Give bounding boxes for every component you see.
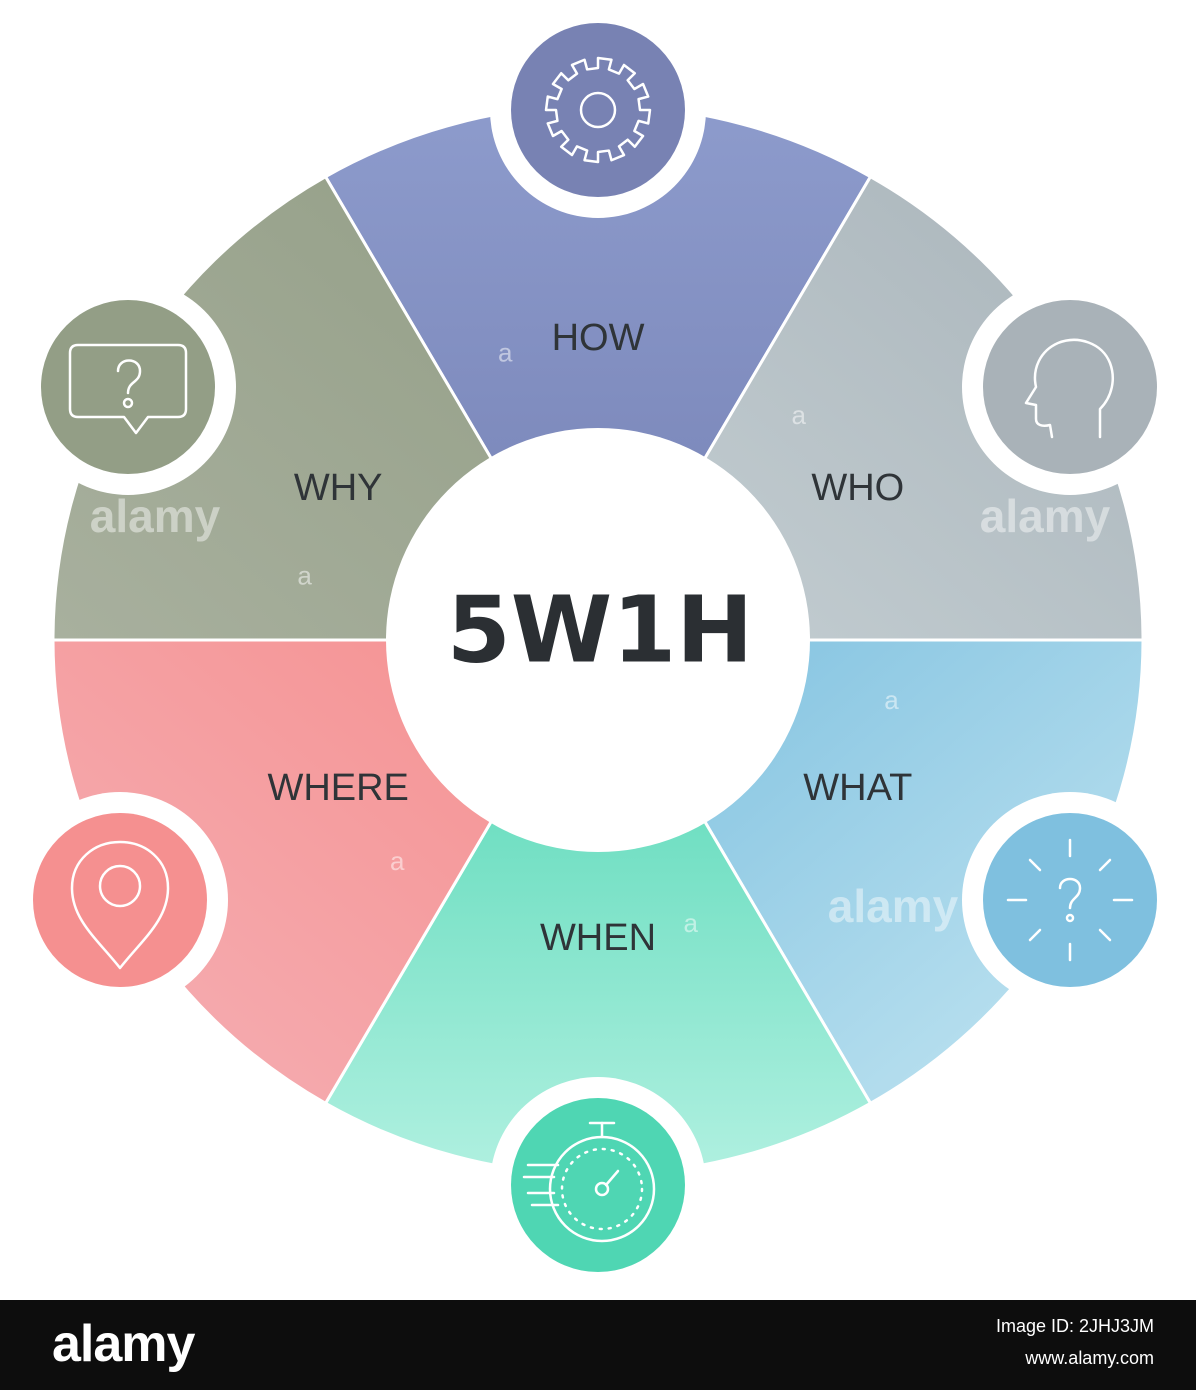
label-how: HOW — [552, 317, 645, 359]
watermark-mark: a — [683, 908, 698, 938]
watermark-text: alamy — [90, 490, 221, 542]
center-title: 5W1H — [447, 576, 754, 683]
watermark-text: alamy — [828, 880, 959, 932]
site-url-text: www.alamy.com — [1025, 1348, 1154, 1368]
label-who: WHO — [811, 467, 904, 509]
watermark-text: alamy — [980, 490, 1111, 542]
watermark-mark: a — [884, 685, 899, 715]
labels-layer: HOW WHO WHAT WHEN WHERE WHY — [267, 317, 912, 959]
stopwatch-icon — [490, 1077, 706, 1293]
label-what: WHAT — [803, 767, 912, 809]
idea-question-icon — [962, 792, 1178, 1008]
watermark-mark: a — [792, 400, 807, 430]
watermark-mark: a — [297, 561, 312, 591]
chat-question-icon — [20, 279, 236, 495]
head-profile-icon — [962, 279, 1178, 495]
watermark-mark: a — [498, 338, 513, 368]
label-why: WHY — [294, 467, 383, 509]
icons-layer — [12, 2, 1178, 1293]
location-pin-icon — [12, 792, 228, 1008]
watermark-mark: a — [390, 846, 405, 876]
footer-bar: alamy Image ID: 2JHJ3JM www.alamy.com — [0, 1300, 1196, 1390]
watermark-layer: a a a a a a alamy alamy alamy — [90, 338, 1111, 939]
label-where: WHERE — [267, 767, 408, 809]
center-circle — [386, 428, 810, 852]
gear-icon — [490, 2, 706, 218]
footer-logo: alamy — [52, 1315, 195, 1373]
image-id-text: Image ID: 2JHJ3JM — [995, 1316, 1154, 1336]
label-when: WHEN — [540, 917, 656, 959]
